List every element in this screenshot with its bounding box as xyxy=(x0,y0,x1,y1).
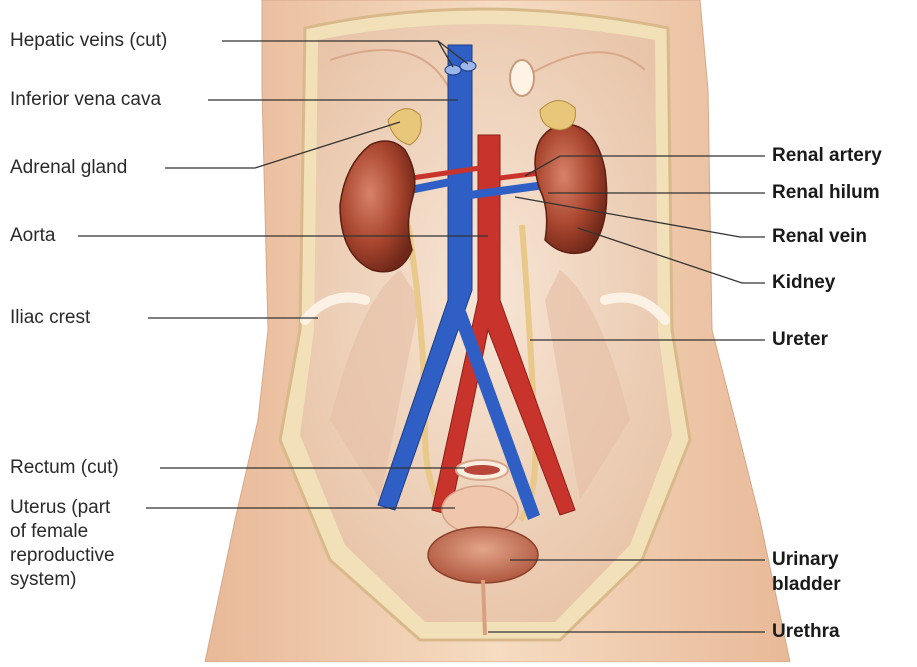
label-kidney: Kidney xyxy=(772,272,835,294)
label-urinary-bladder-2: bladder xyxy=(772,574,841,596)
hepatic-vein-cut-2 xyxy=(460,61,476,71)
esophagus-opening xyxy=(510,60,534,96)
label-uterus-1: Uterus (part xyxy=(10,497,110,519)
label-urethra: Urethra xyxy=(772,621,840,643)
label-uterus-3: reproductive xyxy=(10,545,115,567)
label-ureter: Ureter xyxy=(772,329,828,351)
urethra-tube xyxy=(483,580,485,635)
rectum-lumen xyxy=(464,465,500,475)
label-uterus-2: of female xyxy=(10,521,88,543)
label-urinary-bladder-1: Urinary xyxy=(772,549,839,571)
label-rectum: Rectum (cut) xyxy=(10,457,119,479)
label-hepatic-veins: Hepatic veins (cut) xyxy=(10,30,167,52)
label-iliac-crest: Iliac crest xyxy=(10,307,90,329)
label-renal-vein: Renal vein xyxy=(772,226,867,248)
label-renal-artery: Renal artery xyxy=(772,145,882,167)
bladder-organ xyxy=(428,527,538,583)
label-aorta: Aorta xyxy=(10,225,55,247)
label-adrenal-gland: Adrenal gland xyxy=(10,157,127,179)
label-inferior-vena-cava: Inferior vena cava xyxy=(10,89,161,111)
label-uterus-4: system) xyxy=(10,569,77,591)
label-renal-hilum: Renal hilum xyxy=(772,182,880,204)
